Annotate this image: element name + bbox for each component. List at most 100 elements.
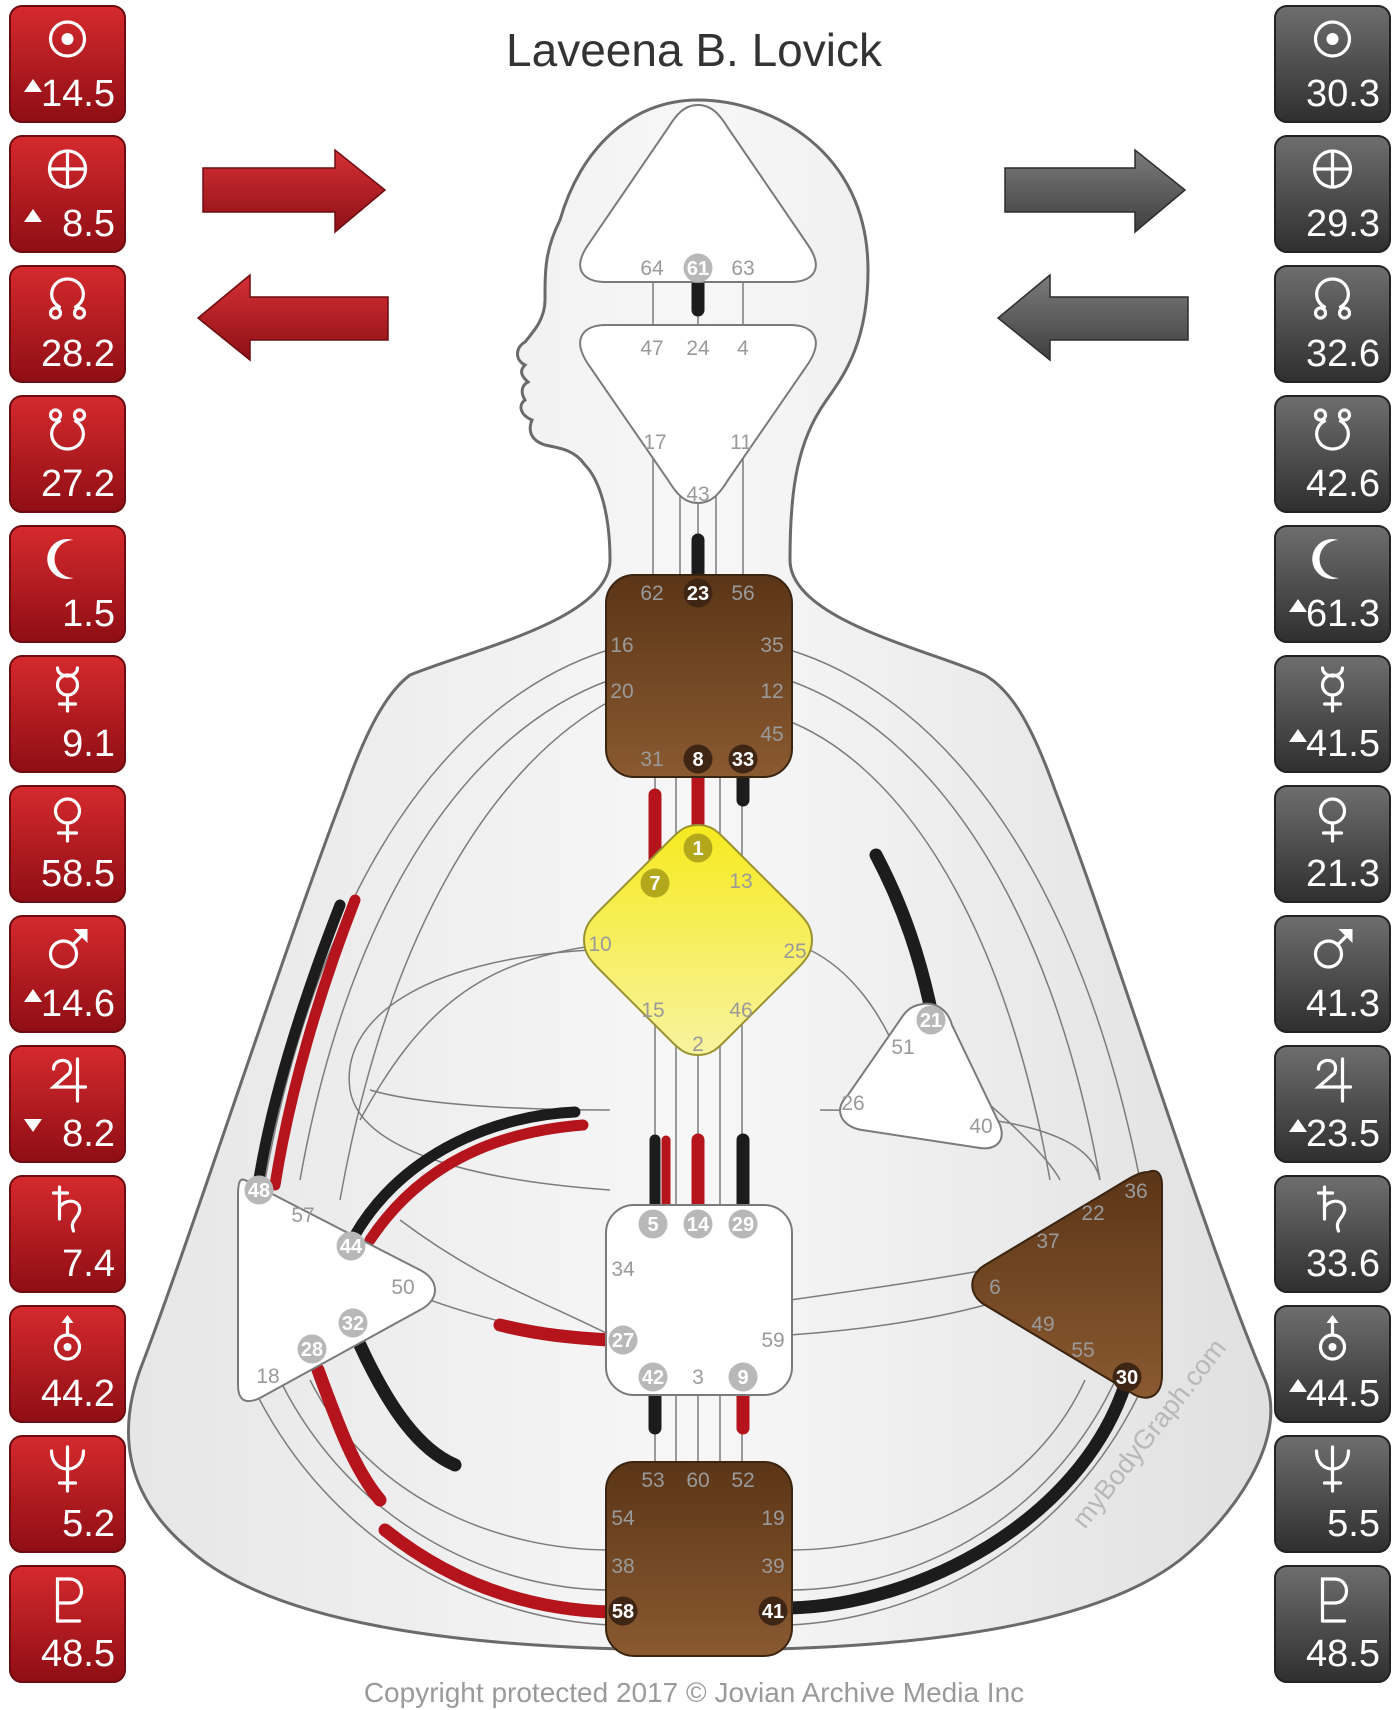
planet-value: 5.5 xyxy=(1327,1503,1380,1545)
gate-30: 30 xyxy=(1112,1362,1142,1392)
gate-64: 64 xyxy=(640,257,664,280)
gate-bubble xyxy=(728,1362,758,1392)
gate-number: 28 xyxy=(301,1339,323,1361)
gate-number: 13 xyxy=(729,870,752,893)
gate-43: 43 xyxy=(686,483,709,506)
gate-number: 63 xyxy=(731,257,754,280)
channel-45-21 xyxy=(869,848,937,1012)
gate-59: 59 xyxy=(761,1329,784,1352)
gate-bubble xyxy=(916,1005,946,1035)
gate-number: 44 xyxy=(340,1236,363,1258)
gate-number: 10 xyxy=(588,933,611,956)
planet-value: 21.3 xyxy=(1306,853,1380,895)
gate-number: 31 xyxy=(640,748,663,771)
personality-tile: 61.3 xyxy=(1274,525,1391,643)
gate-number: 54 xyxy=(611,1507,635,1530)
gate-bubble xyxy=(683,833,713,863)
channel-32-54 xyxy=(353,1338,462,1472)
gate-number: 2 xyxy=(692,1033,704,1056)
gate-27: 27 xyxy=(608,1325,638,1355)
gate-number: 42 xyxy=(642,1367,664,1389)
planet-value: 42.6 xyxy=(1306,463,1380,505)
north-node-icon xyxy=(48,277,87,320)
design-tile: 48.5 xyxy=(9,1565,126,1683)
gate-bubble xyxy=(638,1209,668,1239)
gate-number: 37 xyxy=(1036,1230,1059,1253)
gate-36: 36 xyxy=(1124,1180,1147,1203)
planet-value: 33.6 xyxy=(1306,1243,1380,1285)
design-tile: 14.6 xyxy=(9,915,126,1033)
earth-icon xyxy=(47,149,88,189)
gate-24: 24 xyxy=(686,337,710,360)
gate-bubble xyxy=(608,1596,638,1626)
jupiter-icon xyxy=(49,1057,88,1103)
design-arrow-top-right xyxy=(202,148,387,234)
gate-58: 58 xyxy=(608,1596,638,1626)
gate-bubble xyxy=(640,868,670,898)
gate-51: 51 xyxy=(891,1036,914,1059)
gate-49: 49 xyxy=(1031,1313,1054,1336)
channel-30-41 xyxy=(783,1378,1132,1615)
design-arrow-bottom-left xyxy=(196,273,389,362)
gate-38: 38 xyxy=(611,1555,634,1578)
personality-tile: 48.5 xyxy=(1274,1565,1391,1683)
neptune-icon xyxy=(1314,1445,1351,1493)
gate-8: 8 xyxy=(683,744,713,774)
design-tile: 28.2 xyxy=(9,265,126,383)
gate-40: 40 xyxy=(969,1115,992,1138)
gate-61: 61 xyxy=(683,253,713,283)
chart-title: Laveena B. Lovick xyxy=(506,24,883,76)
planet-value: 48.5 xyxy=(1306,1633,1380,1675)
gate-28: 28 xyxy=(297,1334,327,1364)
mars-icon xyxy=(1313,929,1353,969)
gate-bubble xyxy=(1112,1362,1142,1392)
gate-1: 1 xyxy=(683,833,713,863)
gate-bubble xyxy=(336,1231,366,1261)
south-node-icon xyxy=(1313,408,1352,451)
center-sacral xyxy=(605,1204,793,1396)
gate-37: 37 xyxy=(1036,1230,1059,1253)
gate-56: 56 xyxy=(731,582,754,605)
gate-number: 26 xyxy=(841,1092,864,1115)
planet-value: 7.4 xyxy=(62,1243,115,1285)
gate-number: 43 xyxy=(686,483,709,506)
gate-21: 21 xyxy=(916,1005,946,1035)
mars-icon xyxy=(48,929,88,969)
gate-number: 15 xyxy=(641,999,664,1022)
gate-bubble xyxy=(683,744,713,774)
jupiter-icon xyxy=(1314,1057,1353,1103)
gate-50: 50 xyxy=(391,1276,414,1299)
pluto-icon xyxy=(1320,1577,1349,1623)
arrow-up-icon xyxy=(1289,1379,1307,1392)
planet-value: 1.5 xyxy=(62,593,115,635)
gate-number: 32 xyxy=(342,1313,364,1335)
gate-number: 53 xyxy=(641,1469,664,1492)
south-node-icon xyxy=(48,408,87,451)
gate-53: 53 xyxy=(641,1469,664,1492)
gate-34: 34 xyxy=(611,1258,635,1281)
gate-48: 48 xyxy=(244,1175,274,1205)
planet-value: 14.6 xyxy=(41,983,115,1025)
gate-number: 46 xyxy=(729,999,752,1022)
design-tile: 1.5 xyxy=(9,525,126,643)
gate-number: 7 xyxy=(649,873,660,895)
gate-number: 17 xyxy=(643,431,666,454)
gate-number: 48 xyxy=(248,1180,270,1202)
gate-number: 18 xyxy=(256,1365,279,1388)
gate-35: 35 xyxy=(760,634,783,657)
planet-value: 41.3 xyxy=(1306,983,1380,1025)
gate-number: 5 xyxy=(647,1214,658,1236)
gate-number: 38 xyxy=(611,1555,634,1578)
gate-19: 19 xyxy=(761,1507,784,1530)
gate-9: 9 xyxy=(728,1362,758,1392)
design-tile: 7.4 xyxy=(9,1175,126,1293)
gate-number: 6 xyxy=(989,1276,1001,1299)
gate-number: 25 xyxy=(783,940,806,963)
gate-39: 39 xyxy=(761,1555,784,1578)
planet-value: 8.5 xyxy=(62,203,115,245)
gate-47: 47 xyxy=(640,337,663,360)
gate-number: 4 xyxy=(737,337,749,360)
channel-18-58 xyxy=(378,1523,617,1619)
gate-26: 26 xyxy=(841,1092,864,1115)
